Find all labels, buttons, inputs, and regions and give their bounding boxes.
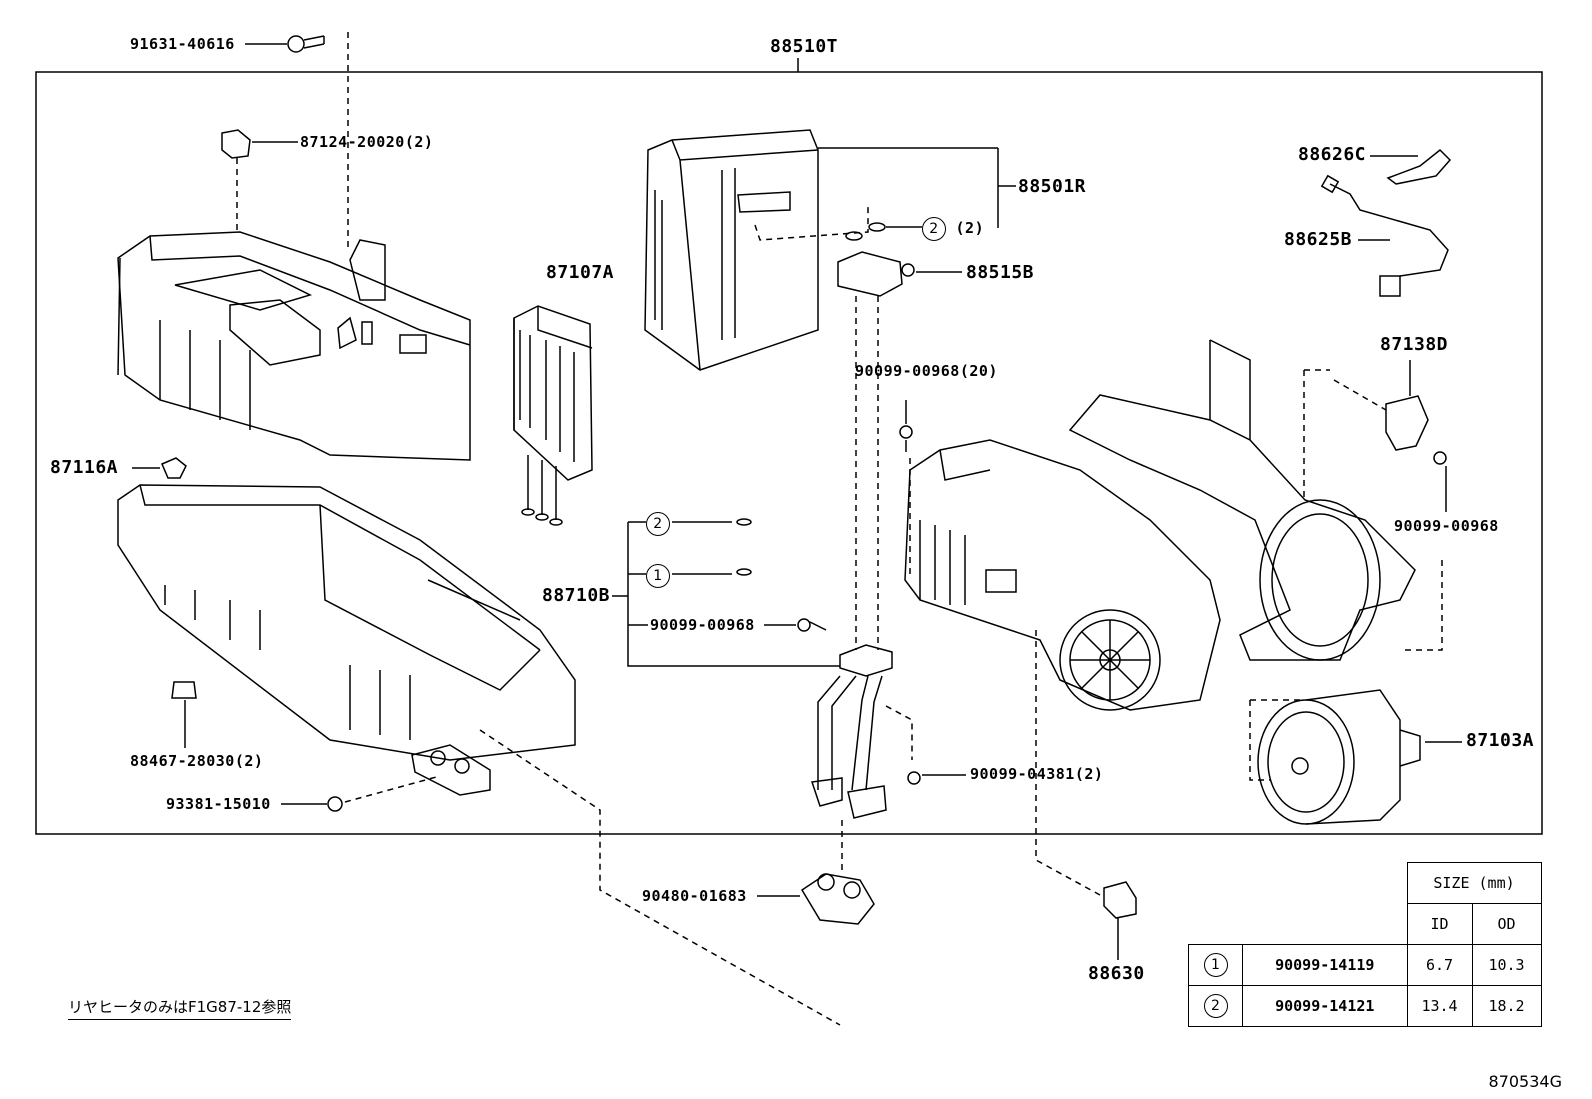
screw-mid-shape [797, 618, 811, 632]
part-label-88626c: 88626C [1298, 144, 1367, 165]
part-label-90099-00968-mid: 90099-00968 [650, 616, 755, 634]
o-ring-callout: 2 (2) [922, 217, 984, 241]
part-label-93381: 93381-15010 [166, 795, 271, 813]
size-row-part: 90099-14119 [1242, 944, 1408, 986]
part-label-87138d: 87138D [1380, 334, 1449, 355]
part-label-88501r: 88501R [1018, 176, 1087, 197]
evaporator-shape [644, 129, 819, 371]
screw-20-shape [899, 425, 913, 439]
size-row-od: 18.2 [1471, 985, 1542, 1027]
blower-housing-shape [904, 439, 1221, 711]
pipe-shape [811, 644, 893, 819]
connector-88630-shape [1103, 881, 1137, 919]
clip-88626c-shape [1386, 148, 1452, 185]
heater-core-shape [513, 305, 593, 526]
o-ring-shape [845, 231, 863, 241]
size-row-id: 13.4 [1406, 985, 1473, 1027]
clip-87124-shape [221, 129, 251, 159]
size-table-header: SIZE (mm) [1406, 862, 1542, 904]
part-label-90099-04381: 90099-04381(2) [970, 765, 1104, 783]
size-table: SIZE (mm) ID OD 1 90099-14119 6.7 10.3 2… [1188, 862, 1542, 1027]
resistor-shape [1385, 395, 1429, 451]
size-col-od: OD [1471, 903, 1542, 945]
circle-mark-2: 2 [922, 217, 946, 241]
part-label-90099-00968-20: 90099-00968(20) [855, 362, 998, 380]
lower-case-shape [117, 484, 576, 761]
size-row-2: 2 90099-14121 13.4 18.2 [1188, 985, 1542, 1027]
expansion-valve-shape [837, 251, 903, 297]
figure-id: 870534G [1488, 1072, 1562, 1091]
blower-case-shape [1068, 339, 1416, 661]
part-label-88630: 88630 [1088, 963, 1145, 984]
size-row-part: 90099-14121 [1242, 985, 1408, 1027]
o-ring-callout-1: 1 [646, 564, 670, 588]
circle-mark-1: 1 [646, 564, 670, 588]
upper-case-shape [117, 231, 471, 461]
sensor-88625b-shape [1320, 174, 1449, 297]
screw-right-shape [1433, 451, 1447, 465]
part-label-88710b: 88710B [542, 585, 611, 606]
bolt-93381-shape [327, 796, 343, 812]
size-row-id: 6.7 [1406, 944, 1473, 986]
o-ring-qty: (2) [955, 219, 985, 237]
part-label-88625b: 88625B [1284, 229, 1353, 250]
part-label-90480: 90480-01683 [642, 887, 747, 905]
part-label-88467: 88467-28030(2) [130, 752, 264, 770]
part-label-88515b: 88515B [966, 262, 1035, 283]
part-label-91631: 91631-40616 [130, 35, 235, 53]
part-label-87116a: 87116A [50, 457, 119, 478]
clip-87116a-shape [161, 457, 187, 479]
bracket-shape [411, 744, 491, 796]
screw-91631-shape [287, 35, 305, 53]
assembly-label: 88510T [770, 36, 839, 57]
assembly-frame [35, 71, 1543, 835]
grommet-90480-shape [800, 873, 875, 925]
part-label-87103a: 87103A [1466, 730, 1535, 751]
size-row-1: 1 90099-14119 6.7 10.3 [1188, 944, 1542, 986]
grommet-88467-shape [171, 681, 197, 699]
o-ring-callout-2: 2 [646, 512, 670, 536]
size-row-od: 10.3 [1471, 944, 1542, 986]
part-label-87124: 87124-20020(2) [300, 133, 434, 151]
part-label-90099-00968-right: 90099-00968 [1394, 517, 1499, 535]
reference-note: リヤヒータのみはF1G87-12参照 [68, 996, 292, 1020]
blower-motor-shape [1257, 689, 1421, 825]
size-col-id: ID [1406, 903, 1473, 945]
part-label-87107a: 87107A [546, 262, 615, 283]
screw-04381-shape [907, 771, 921, 785]
